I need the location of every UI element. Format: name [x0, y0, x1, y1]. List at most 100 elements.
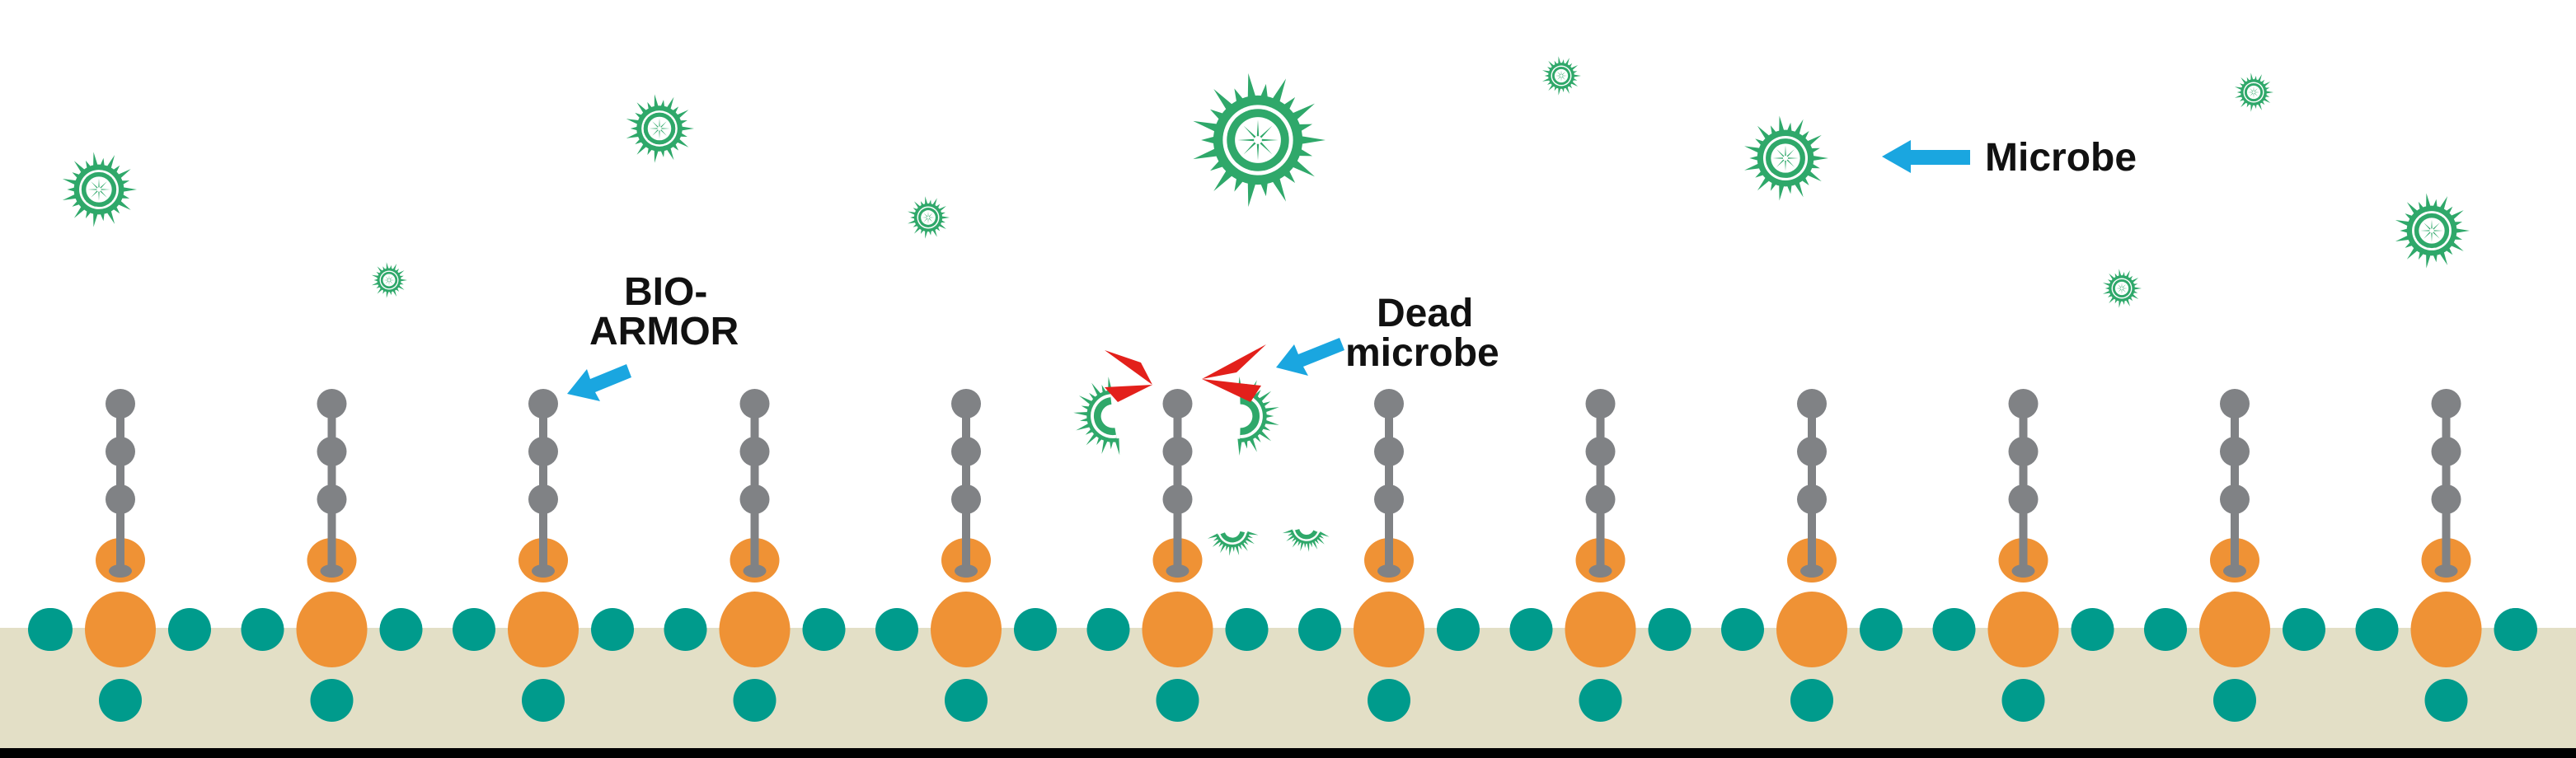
orange-node: [2199, 592, 2270, 667]
stalk-bead: [1162, 437, 1193, 466]
bio-armor-unit: [1721, 389, 1903, 722]
stalk-base: [320, 564, 344, 578]
orange-node: [2410, 592, 2482, 667]
bio-armor-unit: [1932, 389, 2114, 722]
stalk-bead: [739, 389, 770, 419]
teal-node: [522, 679, 565, 722]
stalk-bead: [1585, 484, 1616, 514]
microbe-layer: [61, 55, 2471, 309]
teal-node: [2283, 608, 2325, 651]
red-burst: [1202, 344, 1266, 379]
teal-node: [664, 608, 707, 651]
microbe-fragment: [1237, 377, 1279, 456]
teal-node: [310, 679, 354, 722]
stalk-bead: [739, 437, 770, 466]
stalk-bead: [2220, 437, 2250, 466]
microbe-icon: [2102, 268, 2142, 309]
stalk-base: [2011, 564, 2035, 578]
microbe-icon: [907, 195, 950, 240]
stalk-bead: [317, 389, 347, 419]
surface: [0, 628, 2576, 750]
bio-armor-arrow: [567, 364, 631, 401]
stalk-bead: [2431, 437, 2461, 466]
stalk-bead: [951, 484, 981, 514]
teal-node: [1932, 608, 1976, 651]
stalk-bead: [1162, 389, 1193, 419]
teal-node: [1721, 608, 1764, 651]
teal-node: [733, 679, 777, 722]
orange-node: [508, 592, 579, 667]
stalk-base: [1800, 564, 1823, 578]
stalk-bead: [1797, 437, 1827, 466]
orange-node: [1987, 592, 2059, 667]
stalk-bead: [1374, 389, 1404, 419]
teal-node: [1086, 608, 1130, 651]
microbe-fragment: [1207, 531, 1259, 556]
bio-armor-unit: [1298, 389, 1480, 722]
microbe-icon: [2234, 72, 2274, 113]
bio-armor-unit: [875, 389, 1057, 722]
microbe-icon: [61, 151, 138, 228]
stalk-bead: [2008, 437, 2039, 466]
microbe-icon: [1743, 115, 1830, 202]
stalk-base: [1377, 564, 1401, 578]
teal-node: [99, 679, 142, 722]
microbe-fragment: [1282, 529, 1330, 552]
microbe-label: Microbe: [1985, 136, 2137, 180]
teal-node: [379, 608, 423, 651]
stalk-base: [955, 564, 978, 578]
orange-node: [1354, 592, 1424, 667]
stalk-base: [2223, 564, 2246, 578]
dead-microbe-group: [1073, 344, 1330, 556]
stalk-bead: [1585, 389, 1616, 419]
stalk-bead: [2008, 484, 2039, 514]
stalk-bead: [1797, 389, 1827, 419]
bio-armor-layer: [28, 389, 2537, 722]
teal-node: [1579, 679, 1622, 722]
red-burst: [1202, 379, 1261, 402]
stalk-bead: [317, 484, 347, 514]
stalk-base: [2434, 564, 2458, 578]
red-burst: [1105, 350, 1152, 385]
orange-node: [1565, 592, 1636, 667]
stalk-bead: [528, 484, 558, 514]
stalk-bead: [1374, 484, 1404, 514]
teal-node: [453, 608, 495, 651]
red-burst: [1105, 385, 1152, 402]
bio-armor-unit: [1509, 389, 1692, 722]
teal-node: [2424, 679, 2468, 722]
stalk-bead: [2008, 389, 2039, 419]
stalk-bead: [1797, 484, 1827, 514]
teal-node: [1156, 679, 1199, 722]
microbe-fragment: [1073, 377, 1120, 456]
stalk-base: [1588, 564, 1612, 578]
dead-microbe-label-line1: Dead: [1377, 292, 1473, 335]
microbe-icon: [625, 93, 696, 164]
teal-node: [1225, 608, 1269, 651]
teal-node: [1648, 608, 1692, 651]
dead-microbe-arrow: [1276, 338, 1344, 376]
teal-node: [591, 608, 634, 651]
teal-node: [1368, 679, 1410, 722]
teal-node: [1509, 608, 1553, 651]
orange-node: [85, 592, 156, 667]
teal-node: [802, 608, 846, 651]
bio-armor-unit: [241, 389, 423, 722]
teal-node: [2494, 608, 2537, 651]
stalk-base: [532, 564, 555, 578]
orange-node: [931, 592, 1002, 667]
orange-node: [719, 592, 791, 667]
stalk-bead: [528, 437, 558, 466]
microbe-icon: [371, 261, 408, 299]
teal-node: [1860, 608, 1903, 651]
orange-node: [296, 592, 368, 667]
stalk-bead: [739, 484, 770, 514]
stalk-bead: [106, 389, 135, 419]
bio-armor-unit: [2144, 389, 2325, 722]
bio-armor-label-line2: ARMOR: [589, 310, 739, 353]
stalk-bead: [951, 437, 981, 466]
microbe-icon: [1541, 55, 1582, 96]
teal-node: [2213, 679, 2256, 722]
teal-node: [875, 608, 918, 651]
